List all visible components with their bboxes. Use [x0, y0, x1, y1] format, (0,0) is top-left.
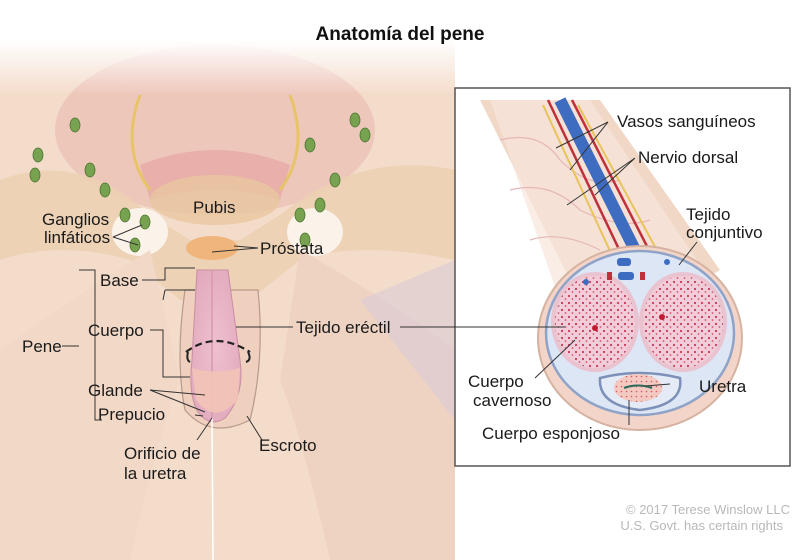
label-orificio-1: Orificio de	[124, 444, 201, 463]
lymph-nodes	[29, 112, 371, 253]
label-ganglios: Ganglios	[42, 210, 110, 229]
credit-line-2: U.S. Govt. has certain rights	[620, 518, 783, 533]
label-pubis: Pubis	[193, 198, 236, 217]
label-cuerpo-cav-2: cavernoso	[473, 391, 552, 410]
label-escroto: Escroto	[259, 436, 317, 455]
credit-line-1: © 2017 Terese Winslow LLC	[626, 502, 790, 517]
label-tejido-conj-1: Tejido	[686, 205, 731, 224]
label-base: Base	[100, 271, 139, 290]
label-cuerpo: Cuerpo	[88, 321, 144, 340]
pelvis-bone	[0, 165, 455, 300]
label-prostata: Próstata	[260, 239, 324, 258]
label-nervio: Nervio dorsal	[638, 148, 739, 167]
label-linfaticos: linfáticos	[44, 228, 111, 247]
cross-section-illustration	[480, 97, 743, 431]
label-cuerpo-esponjoso: Cuerpo esponjoso	[482, 424, 620, 443]
page-title: Anatomía del pene	[315, 24, 485, 45]
label-tejido-erectil: Tejido eréctil	[296, 318, 391, 337]
label-uretra: Uretra	[699, 377, 747, 396]
label-tejido-conj-2: conjuntivo	[686, 223, 763, 242]
label-orificio-2: la uretra	[124, 464, 187, 483]
label-glande: Glande	[88, 381, 143, 400]
label-cuerpo-cav-1: Cuerpo	[468, 372, 524, 391]
label-pene: Pene	[22, 337, 62, 356]
label-vasos: Vasos sanguíneos	[617, 112, 756, 131]
label-prepucio: Prepucio	[98, 405, 166, 424]
prostate	[186, 236, 238, 260]
leader-lines	[62, 121, 698, 441]
glans	[192, 368, 240, 413]
